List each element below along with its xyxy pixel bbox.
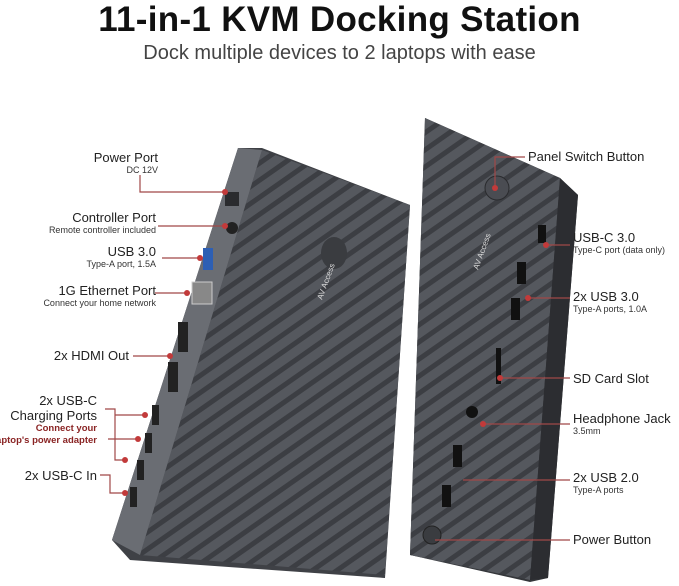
usb-a-port-icon [511, 298, 520, 320]
ethernet-port-icon [191, 281, 213, 305]
usb-a-port-icon [517, 262, 526, 284]
usb-c-port-icon [130, 487, 137, 507]
left-panel-button [321, 237, 347, 269]
label-sd-card-slot: SD Card Slot [573, 371, 649, 386]
leader-lines [100, 156, 570, 541]
label-panel-switch-button: Panel Switch Button [528, 149, 645, 164]
page-title: 11-in-1 KVM Docking Station [98, 0, 581, 39]
usb-c-port-icon [152, 405, 159, 425]
hdmi-port-icon [168, 362, 178, 392]
hdmi-port-icon [178, 322, 188, 352]
power-port-icon [225, 192, 239, 206]
usb-c-port-icon [538, 225, 546, 243]
label-usb-c-in: 2x USB-C In [24, 468, 97, 483]
usb-a-port-icon [203, 248, 213, 270]
controller-port-icon [226, 222, 238, 234]
usb-a-port-icon [442, 485, 451, 507]
label-hdmi-out: 2x HDMI Out [53, 348, 129, 363]
usb-c-port-icon [137, 460, 144, 480]
usb-a-port-icon [453, 445, 462, 467]
sd-card-slot-icon [496, 348, 501, 384]
power-button-icon [422, 525, 442, 545]
page-subtitle: Dock multiple devices to 2 laptops with … [143, 42, 536, 64]
headphone-jack-icon [466, 406, 478, 418]
usb-c-port-icon [145, 433, 152, 453]
label-power-button: Power Button [573, 532, 652, 547]
left-dock-device [112, 148, 410, 578]
